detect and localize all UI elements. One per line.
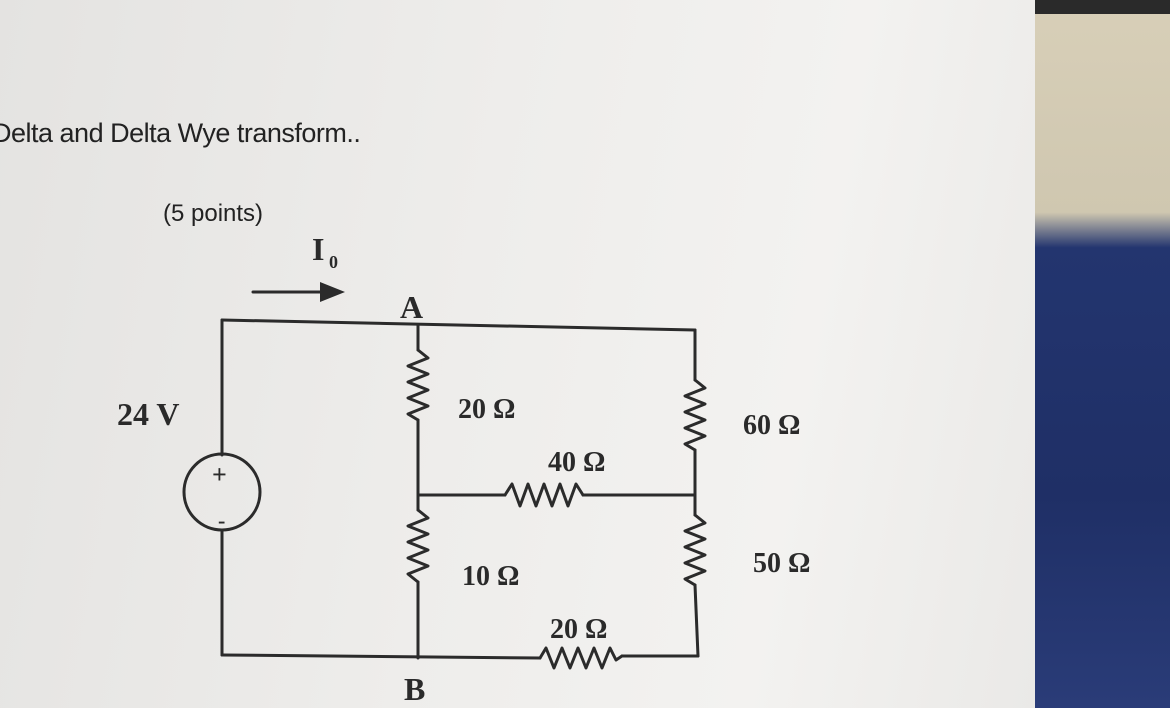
node-a-label: A	[400, 289, 423, 325]
current-subscript: 0	[329, 252, 338, 272]
current-label: I	[312, 231, 324, 267]
label-r-bottom-horizontal: 20 Ω	[550, 614, 607, 645]
wire-right-bottom	[693, 583, 700, 658]
voltage-source-circle	[182, 452, 262, 532]
label-r-mid-bottom: 10 Ω	[462, 561, 519, 592]
paper-sheet	[0, 0, 1035, 708]
resistor-10-vertical	[406, 508, 430, 584]
label-r-a-mid: 20 Ω	[458, 394, 515, 425]
background-edge	[1035, 0, 1170, 708]
node-b-label: B	[404, 671, 425, 707]
current-arrow-head	[320, 282, 345, 302]
resistor-50	[683, 513, 707, 587]
resistor-20-vertical	[406, 348, 430, 422]
points-label: (5 points)	[163, 200, 264, 227]
label-r-right-top: 60 Ω	[743, 410, 800, 441]
resistor-40-horizontal	[503, 482, 585, 508]
source-minus: -	[218, 508, 225, 533]
source-plus: +	[212, 460, 227, 489]
problem-heading: Delta and Delta Wye transform..	[0, 118, 361, 148]
background-edge-top	[1035, 0, 1170, 14]
voltage-label: 24 V	[117, 396, 180, 432]
wire-bottom-left	[220, 653, 542, 660]
resistor-20-horizontal	[538, 646, 624, 670]
resistor-60	[683, 378, 707, 452]
label-r-mid-horizontal: 40 Ω	[548, 447, 605, 478]
label-r-right-bottom: 50 Ω	[753, 548, 810, 579]
wire-top	[220, 318, 697, 332]
